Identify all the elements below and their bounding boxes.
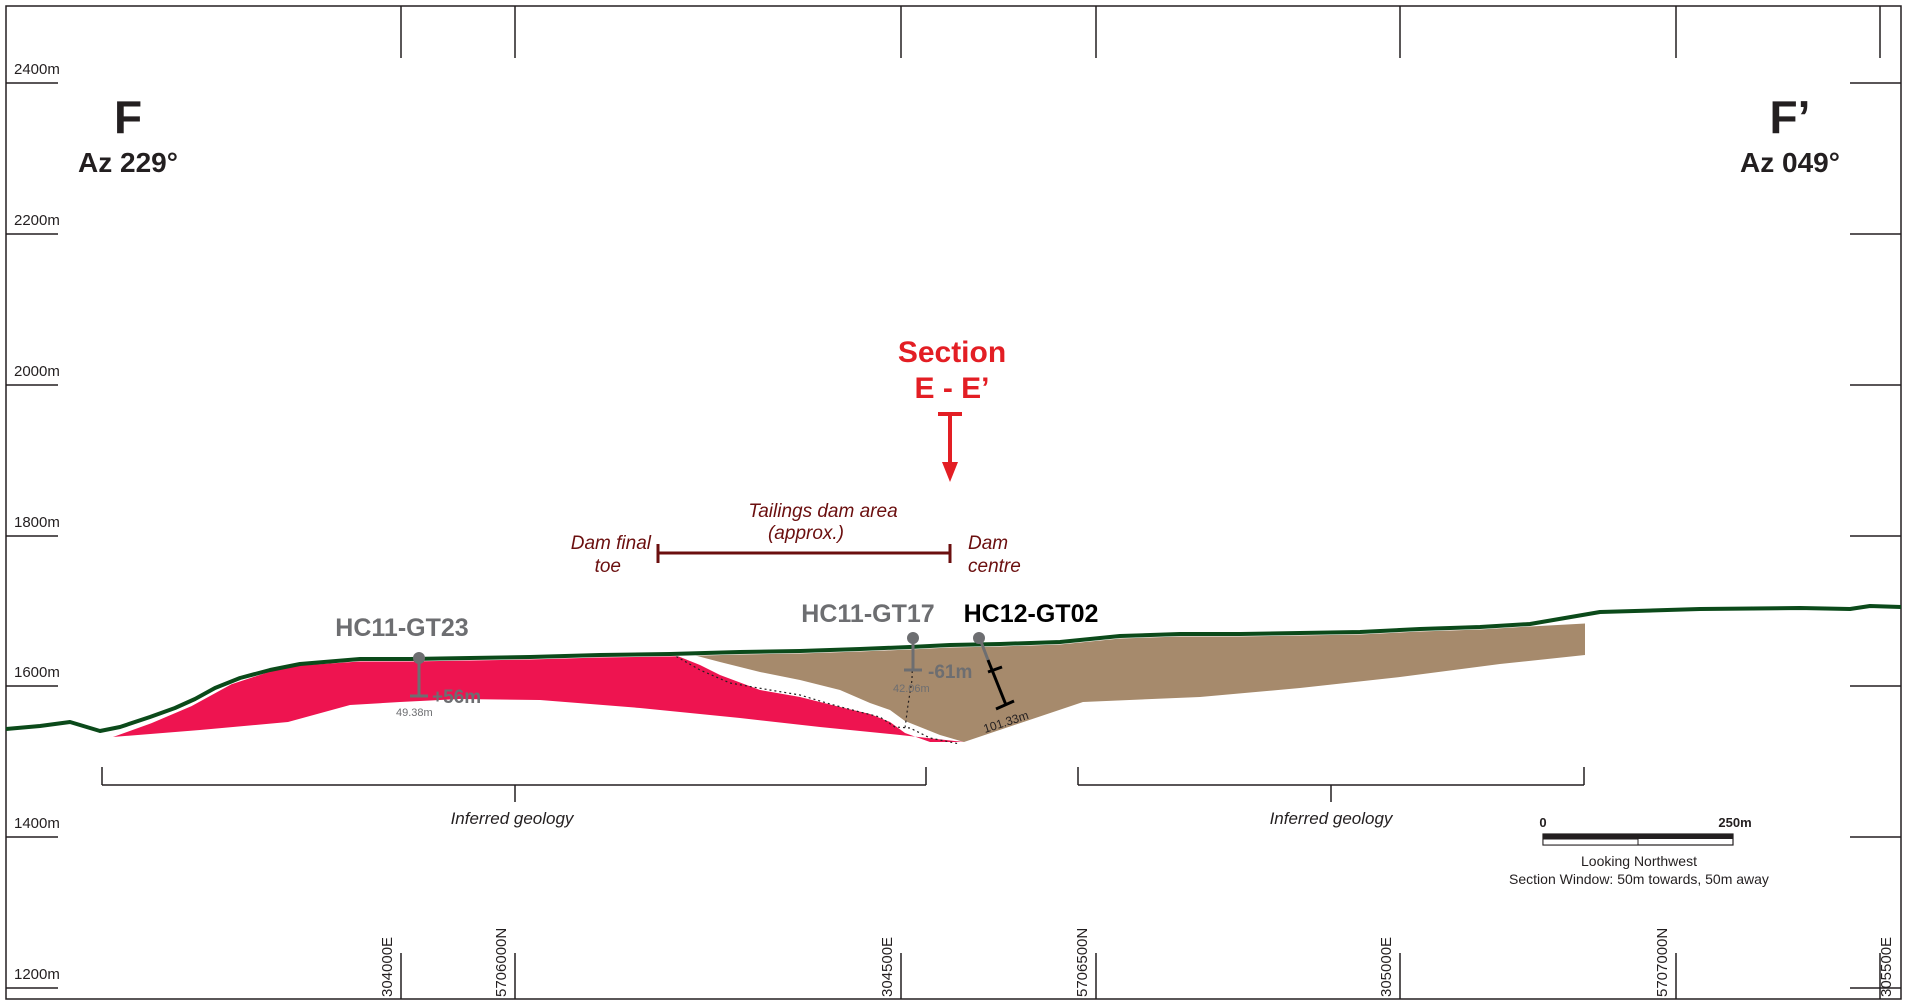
tailings-area-note: (approx.): [768, 523, 844, 544]
coord-label-305500E: 305500E: [1878, 937, 1895, 997]
drillhole-gt17-offset: -61m: [928, 662, 972, 683]
drillhole-gt23-depth: 49.38m: [396, 707, 433, 719]
section-label-right: F’: [1770, 91, 1811, 143]
scale-bar: [1542, 833, 1734, 846]
map-frame: [5, 5, 1902, 1000]
tailings-contact-line: [671, 653, 961, 745]
dam-toe-label-2: toe: [595, 556, 621, 577]
section-label-left: F: [114, 91, 142, 143]
tailings-area-label: Tailings dam area: [748, 501, 897, 522]
coord-label-5706500N: 5706500N: [1074, 928, 1091, 997]
elevation-label-1800: 1800m: [14, 514, 60, 531]
drillhole-gt23-label: HC11-GT23: [335, 614, 468, 642]
view-direction-note: Looking Northwest: [1581, 853, 1697, 869]
drillhole-gt02-label: HC12-GT02: [964, 600, 1099, 628]
topography-line: [5, 604, 1902, 733]
coord-label-304500E: 304500E: [879, 937, 896, 997]
scale-bar-end: 250m: [1718, 815, 1751, 830]
dam-toe-label: Dam final: [571, 533, 652, 554]
section-window-note: Section Window: 50m towards, 50m away: [1509, 871, 1769, 887]
inferred-geology-bracket-left: [101, 767, 927, 802]
section-callout-title: Section: [898, 336, 1006, 369]
inferred-geology-bracket-right: [1077, 767, 1585, 802]
azimuth-label-right: Az 049°: [1740, 147, 1840, 178]
dam-centre-label-2: centre: [968, 556, 1021, 577]
elevation-labels: 2400m 2200m 2000m 1800m 1600m 1400m 1200…: [14, 61, 60, 983]
scale-bar-start: 0: [1539, 815, 1546, 830]
drillhole-gt23-offset: +56m: [432, 687, 481, 708]
elevation-label-1200: 1200m: [14, 966, 60, 983]
elevation-label-2000: 2000m: [14, 363, 60, 380]
hole-gt17-contact-line: [904, 635, 914, 729]
drillhole-gt23-trace: [410, 652, 428, 698]
elevation-label-2400: 2400m: [14, 61, 60, 78]
drillhole-gt17-trace: [904, 632, 922, 672]
coordinate-labels: 304000E 5706000N 304500E 5706500N 305000…: [379, 928, 1895, 997]
elevation-label-1400: 1400m: [14, 815, 60, 832]
coord-label-305000E: 305000E: [1378, 937, 1395, 997]
coordinate-ticks: [400, 6, 1881, 999]
inferred-geology-label-right: Inferred geology: [1270, 809, 1394, 828]
drillhole-gt02-trace: [973, 632, 1015, 711]
azimuth-label-left: Az 229°: [78, 147, 178, 178]
section-callout-arrow: [938, 412, 962, 482]
elevation-axis: [6, 82, 1901, 989]
drillhole-gt17-label: HC11-GT17: [801, 600, 934, 628]
elevation-label-2200: 2200m: [14, 212, 60, 229]
pink-geology-unit: [100, 653, 964, 742]
drillhole-gt17-depth: 42.06m: [893, 683, 930, 695]
section-callout-name: E - E’: [914, 372, 989, 405]
coord-label-5707000N: 5707000N: [1654, 928, 1671, 997]
dam-centre-label: Dam: [968, 533, 1008, 554]
inferred-geology-label-left: Inferred geology: [451, 809, 575, 828]
coord-label-5706000N: 5706000N: [493, 928, 510, 997]
tailings-extent-bar: [656, 544, 952, 563]
elevation-label-1600: 1600m: [14, 664, 60, 681]
coord-label-304000E: 304000E: [379, 937, 396, 997]
